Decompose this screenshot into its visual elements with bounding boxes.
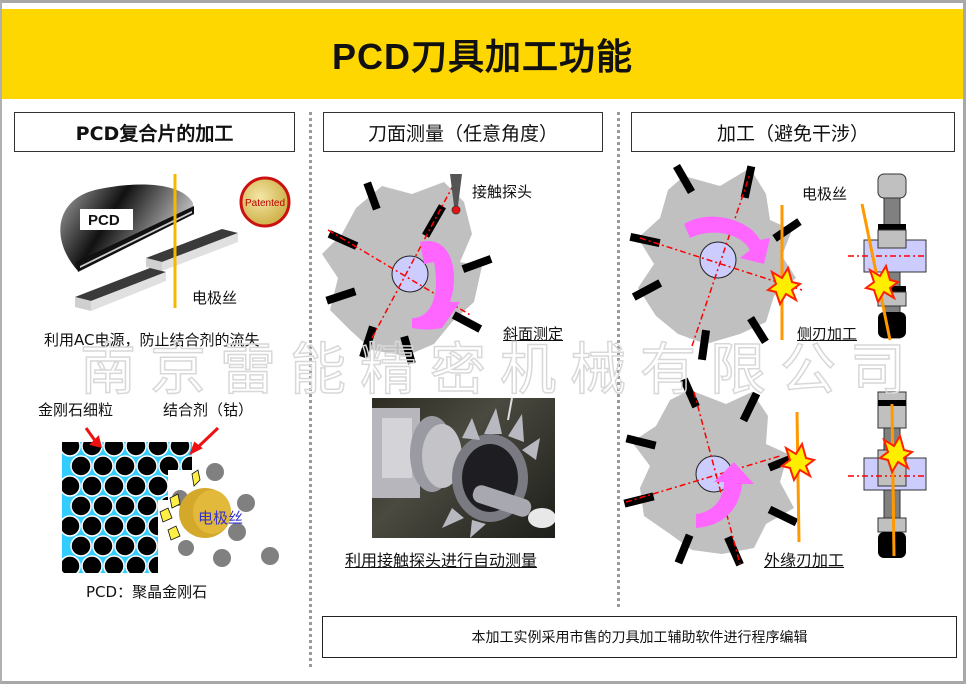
caption-ac-power: 利用AC电源，防止结合剂的流失	[44, 331, 260, 349]
probe-measurement-photo	[372, 398, 555, 538]
pcd-disc-diagram: PCD Patented	[60, 174, 291, 311]
pcd-disc-label: PCD	[88, 212, 120, 229]
wire-label-side: 电极丝	[802, 185, 848, 203]
probe-label: 接触探头	[472, 183, 533, 201]
wire-label-blue: 电极丝	[198, 509, 244, 527]
page-title: PCD刀具加工功能	[331, 36, 633, 77]
caption-outer-edge: 外缘刃加工	[764, 551, 845, 570]
section-header-interference-avoid: 加工（避免干涉）	[631, 112, 955, 152]
footer-note: 本加工实例采用市售的刀具加工辅助软件进行程序编辑	[471, 630, 808, 646]
wire-label: 电极丝	[192, 289, 238, 307]
title-banner: PCD刀具加工功能	[2, 9, 963, 99]
label-binder-cobalt: 结合剂（钴）	[163, 401, 254, 419]
section-header-pcd-composite: PCD复合片的加工	[14, 112, 295, 152]
section-title: PCD复合片的加工	[75, 122, 234, 145]
column-divider	[617, 112, 620, 607]
caption-pcd-definition: PCD：聚晶金刚石	[86, 583, 208, 601]
column-divider	[309, 112, 312, 667]
section-title: 加工（避免干涉）	[716, 122, 869, 145]
outer-edge-machining-diagram	[623, 377, 927, 567]
caption-bevel-measure: 斜面测定	[503, 325, 564, 343]
caption-auto-measure: 利用接触探头进行自动测量	[345, 551, 538, 570]
pcd-microstructure-diagram	[62, 426, 279, 573]
caption-side-edge: 侧刃加工	[797, 325, 858, 343]
patented-badge: Patented	[245, 198, 285, 209]
section-title: 刀面测量（任意角度）	[367, 122, 558, 145]
face-measure-cutter-diagram	[322, 174, 493, 365]
section-header-face-measure: 刀面测量（任意角度）	[323, 112, 603, 152]
footer-note-box: 本加工实例采用市售的刀具加工辅助软件进行程序编辑	[322, 616, 957, 658]
label-diamond-grain: 金刚石细粒	[38, 401, 114, 419]
side-edge-machining-diagram	[629, 164, 927, 361]
